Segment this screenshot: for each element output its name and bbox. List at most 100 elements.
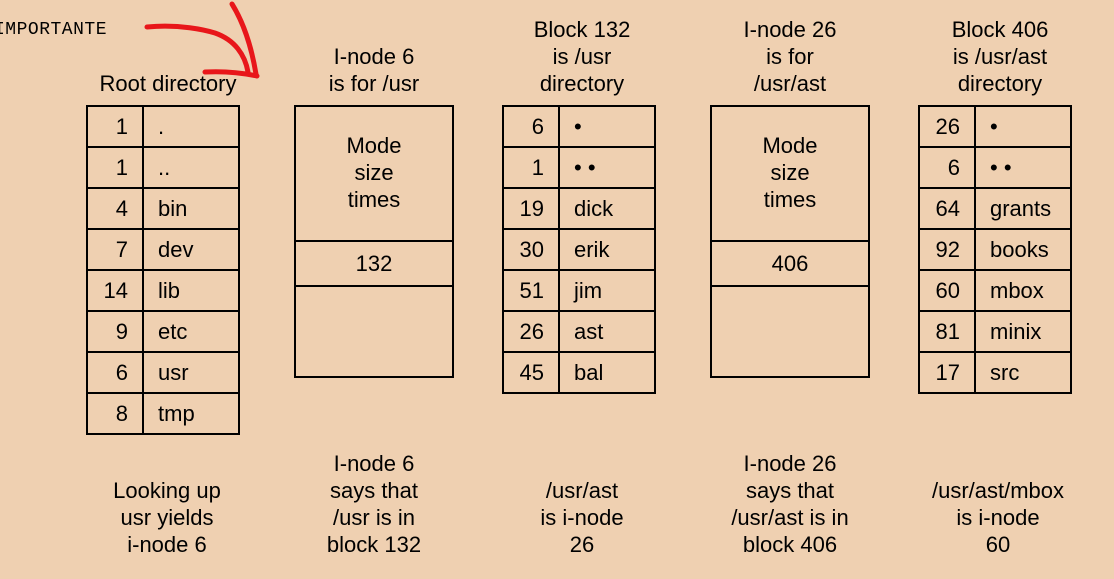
inode-cell: 92 xyxy=(918,228,976,271)
footer-line: says that xyxy=(329,478,419,503)
root-directory-footer: Looking up usr yields i-node 6 xyxy=(86,477,248,558)
table-row: 1. xyxy=(86,105,240,148)
header-line: directory xyxy=(957,71,1043,96)
attr-line: size xyxy=(354,160,394,185)
block132-header: Block 132 is /usr directory xyxy=(502,16,662,97)
header-line: directory xyxy=(539,71,625,96)
footer-line: block 406 xyxy=(742,532,838,557)
inode-cell: 1 xyxy=(86,105,144,148)
header-line: Block 406 xyxy=(951,17,1049,42)
inode-cell: 6 xyxy=(86,351,144,394)
inode26-header: I-node 26 is for /usr/ast xyxy=(710,16,870,97)
inode26-footer: I-node 26 says that /usr/ast is in block… xyxy=(690,450,890,558)
footer-line: /usr/ast/mbox xyxy=(931,478,1065,503)
name-cell: lib xyxy=(142,269,240,312)
importante-note: IMPORTANTE xyxy=(0,20,108,40)
inode-cell: 60 xyxy=(918,269,976,312)
footer-line: Looking up xyxy=(113,478,221,503)
inode-cell: 51 xyxy=(502,269,560,312)
footer-line: /usr/ast xyxy=(545,478,619,503)
inode6-header: I-node 6 is for /usr xyxy=(294,43,454,97)
inode-cell: 26 xyxy=(918,105,976,148)
name-cell: usr xyxy=(142,351,240,394)
header-line: Block 132 xyxy=(533,17,631,42)
attr-line: times xyxy=(763,187,817,212)
header-line: Root directory xyxy=(99,71,237,96)
inode-cell: 4 xyxy=(86,187,144,230)
attr-line: Mode xyxy=(346,133,402,158)
footer-line: I-node 6 xyxy=(333,451,415,476)
inode-cell: 1 xyxy=(86,146,144,189)
name-cell: ast xyxy=(558,310,656,353)
inode-cell: 17 xyxy=(918,351,976,394)
inode-cell: 7 xyxy=(86,228,144,271)
table-row: 26• xyxy=(918,105,1072,148)
name-cell: dev xyxy=(142,228,240,271)
inode-cell: 8 xyxy=(86,392,144,435)
header-line: is for /usr xyxy=(328,71,420,96)
inode-cell: 26 xyxy=(502,310,560,353)
inode-cell: 9 xyxy=(86,310,144,353)
header-line: /usr/ast xyxy=(753,71,827,96)
inode-block-pointer: 132 xyxy=(296,242,452,287)
header-line: is /usr/ast xyxy=(952,44,1048,69)
table-row: 1.. xyxy=(86,146,240,189)
name-cell: grants xyxy=(974,187,1072,230)
footer-line: is i-node xyxy=(540,505,624,530)
footer-line: i-node 6 xyxy=(127,532,207,557)
attr-line: times xyxy=(347,187,401,212)
name-cell: dick xyxy=(558,187,656,230)
inode6-box: Mode size times 132 xyxy=(294,105,454,378)
name-cell: tmp xyxy=(142,392,240,435)
header-line: I-node 6 xyxy=(333,44,415,69)
name-cell: minix xyxy=(974,310,1072,353)
block132-footer: /usr/ast is i-node 26 xyxy=(502,477,662,558)
inode-cell: 19 xyxy=(502,187,560,230)
inode-attributes: Mode size times xyxy=(712,107,868,242)
header-line: I-node 26 xyxy=(743,17,837,42)
inode-cell: 64 xyxy=(918,187,976,230)
table-row: 1• • xyxy=(502,146,656,189)
inode-attributes: Mode size times xyxy=(296,107,452,242)
inode-cell: 30 xyxy=(502,228,560,271)
inode-cell: 6 xyxy=(918,146,976,189)
inode26-box: Mode size times 406 xyxy=(710,105,870,378)
inode-cell: 81 xyxy=(918,310,976,353)
inode-block-pointer: 406 xyxy=(712,242,868,287)
footer-line: /usr is in xyxy=(333,505,415,530)
name-cell: bin xyxy=(142,187,240,230)
name-cell: • xyxy=(974,105,1072,148)
header-line: is for xyxy=(766,44,814,69)
name-cell: . xyxy=(142,105,240,148)
block406-header: Block 406 is /usr/ast directory xyxy=(918,16,1082,97)
name-cell: etc xyxy=(142,310,240,353)
table-row: 6• xyxy=(502,105,656,148)
inode6-footer: I-node 6 says that /usr is in block 132 xyxy=(294,450,454,558)
attr-line: Mode xyxy=(762,133,818,158)
root-directory-header: Root directory xyxy=(88,70,248,97)
footer-line: 60 xyxy=(985,532,1011,557)
inode-cell: 45 xyxy=(502,351,560,394)
name-cell: books xyxy=(974,228,1072,271)
name-cell: src xyxy=(974,351,1072,394)
attr-line: size xyxy=(770,160,810,185)
footer-line: says that xyxy=(745,478,835,503)
name-cell: • • xyxy=(974,146,1072,189)
footer-line: /usr/ast is in xyxy=(731,505,849,530)
